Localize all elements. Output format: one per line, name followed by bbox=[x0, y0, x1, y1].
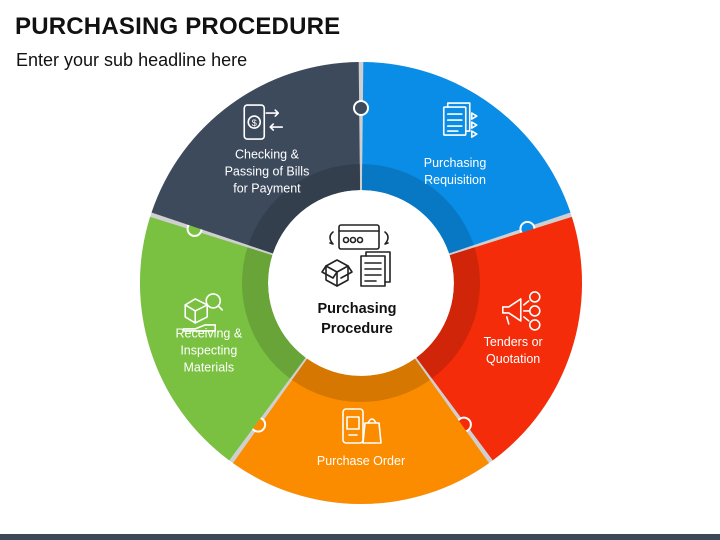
megaphone-dollar-icon bbox=[501, 291, 541, 331]
segment-label-4-line1: Receiving & bbox=[175, 326, 242, 340]
document-list-icon bbox=[442, 102, 478, 138]
segment-inner-band-1 bbox=[361, 164, 474, 254]
segment-2: Tenders or Quotation bbox=[416, 216, 582, 461]
segment-label-4-line3: Materials bbox=[183, 360, 234, 374]
segment-shape-3 bbox=[232, 358, 490, 504]
center-hub: Purchasing Procedure bbox=[274, 200, 440, 366]
segment-inner-band-5 bbox=[248, 164, 361, 254]
page-title: PURCHASING PROCEDURE bbox=[15, 13, 341, 40]
segment-label-2-line2: Quotation bbox=[486, 352, 540, 366]
svg-text:$: $ bbox=[252, 118, 257, 128]
segment-label-5-line2: Passing of Bills bbox=[225, 165, 310, 179]
segment-label-5-line3: for Payment bbox=[233, 182, 301, 196]
payment-boxes-documents-icon bbox=[321, 224, 391, 287]
segment-inner-band-3 bbox=[292, 358, 430, 402]
segment-label-1-line1: Purchasing bbox=[424, 156, 487, 170]
center-label-line1: Purchasing bbox=[318, 301, 397, 317]
segment-label-3-line1: Purchase Order bbox=[317, 454, 405, 468]
segment-inner-band-4 bbox=[242, 247, 306, 379]
segment-label-4-line2: Inspecting bbox=[180, 343, 237, 357]
segment-inner-band-2 bbox=[416, 247, 481, 379]
box-inspection-icon bbox=[182, 293, 224, 332]
segment-label-5-line1: Checking & bbox=[235, 148, 300, 162]
mobile-payment-icon: $ bbox=[243, 104, 284, 140]
page-subtitle: Enter your sub headline here bbox=[16, 50, 248, 70]
segment-label-1-line2: Requisition bbox=[424, 173, 486, 187]
segment-3: Purchase Order bbox=[232, 358, 490, 504]
segment-label-2-line1: Tenders or bbox=[484, 335, 543, 349]
center-label-line2: Procedure bbox=[321, 321, 393, 337]
segment-5: $ Checking & Passing of Bills for Payment bbox=[151, 62, 369, 254]
shopping-order-icon bbox=[342, 408, 382, 444]
footer-bar bbox=[0, 534, 720, 540]
connector-knob-5 bbox=[353, 100, 369, 116]
